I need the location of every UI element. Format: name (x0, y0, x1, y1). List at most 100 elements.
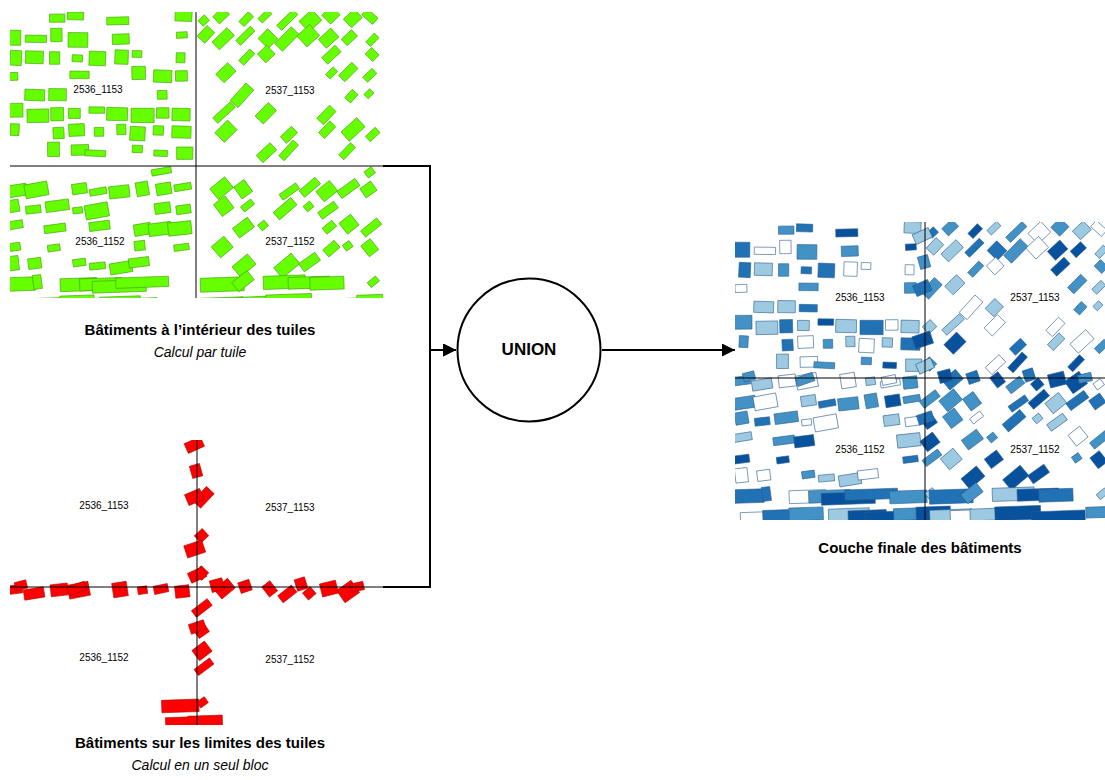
building-shape (234, 180, 253, 199)
building-shape (367, 276, 379, 288)
building-shape (1022, 368, 1036, 382)
building-shape (912, 228, 932, 245)
building-shape (317, 105, 336, 124)
tile-label: 2537_1153 (265, 85, 314, 97)
building-shape (861, 357, 871, 365)
building-shape (89, 220, 111, 231)
building-shape (67, 581, 90, 599)
building-shape (184, 440, 204, 453)
building-shape (1028, 464, 1050, 484)
map-panel: 2536_11532537_11532536_11522537_1152Bâti… (10, 440, 383, 725)
building-shape (901, 320, 919, 333)
building-shape (814, 362, 835, 369)
building-shape (230, 83, 254, 108)
building-shape (364, 167, 376, 178)
building-shape (940, 448, 962, 470)
building-shape (945, 275, 965, 295)
building-shape (987, 241, 1007, 261)
building-shape (1068, 426, 1088, 446)
building-shape (903, 394, 921, 403)
building-shape (176, 32, 187, 39)
building-shape (1094, 260, 1105, 274)
building-shape (213, 196, 234, 217)
building-shape (275, 27, 299, 52)
building-shape (754, 301, 774, 313)
building-shape (780, 240, 792, 253)
building-shape (754, 263, 772, 276)
building-shape (777, 354, 789, 368)
building-shape (1002, 410, 1026, 432)
building-shape (984, 315, 1005, 336)
building-shape (107, 17, 129, 25)
building-shape (279, 140, 299, 161)
building-shape (735, 411, 749, 425)
building-shape (24, 181, 49, 199)
building-shape (1093, 301, 1103, 311)
building-shape (365, 48, 379, 62)
building-shape (1092, 280, 1105, 294)
building-shape (14, 580, 27, 591)
building-shape (797, 320, 809, 330)
building-shape (905, 265, 914, 275)
building-shape (188, 715, 223, 725)
building-shape (47, 244, 60, 252)
building-shape (813, 414, 839, 432)
building-shape (796, 224, 813, 232)
building-shape (154, 202, 171, 215)
building-shape (1047, 240, 1067, 260)
building-shape (1090, 451, 1105, 469)
building-shape (27, 109, 49, 123)
building-shape (987, 432, 998, 443)
building-shape (985, 298, 1003, 316)
tile-label: 2536_1153 (73, 84, 122, 96)
building-shape (919, 390, 940, 409)
tile-boundary (197, 440, 198, 725)
building-shape (279, 183, 300, 200)
building-shape (212, 28, 234, 50)
building-shape (840, 372, 857, 389)
building-shape (48, 142, 60, 156)
building-shape (51, 28, 63, 41)
building-shape (795, 372, 818, 390)
building-shape (861, 263, 871, 270)
tile-label: 2537_1152 (265, 236, 314, 248)
building-shape (818, 474, 834, 482)
building-shape (161, 699, 199, 713)
building-shape (89, 107, 105, 114)
building-shape (198, 15, 209, 26)
building-shape (112, 34, 129, 45)
building-shape (25, 35, 46, 43)
building-shape (961, 429, 983, 450)
building-shape (966, 370, 980, 384)
building-shape (185, 488, 205, 505)
building-shape (944, 332, 966, 354)
building-shape (112, 581, 129, 598)
building-shape (883, 414, 900, 427)
building-shape (341, 118, 365, 142)
building-shape (192, 641, 212, 661)
tile-label: 2537_1153 (1010, 292, 1059, 304)
map-panel: 2536_11532537_11532536_11522537_1152Couc… (735, 222, 1105, 520)
building-shape (156, 108, 169, 119)
building-shape (216, 63, 236, 83)
building-shape (1047, 333, 1064, 351)
building-shape (232, 217, 254, 238)
building-shape (60, 295, 95, 298)
building-shape (778, 226, 794, 234)
building-shape (322, 45, 341, 64)
building-shape (266, 293, 312, 298)
building-shape (742, 371, 755, 382)
building-shape (257, 45, 275, 63)
building-shape (836, 229, 858, 237)
building-shape (28, 257, 42, 269)
building-shape (795, 372, 815, 386)
building-shape (365, 127, 380, 141)
building-shape (174, 182, 192, 191)
building-shape (175, 71, 187, 82)
building-shape (739, 262, 751, 277)
building-shape (10, 124, 19, 136)
tile-boundary (10, 166, 383, 167)
building-shape (1046, 317, 1065, 336)
building-shape (84, 202, 110, 220)
